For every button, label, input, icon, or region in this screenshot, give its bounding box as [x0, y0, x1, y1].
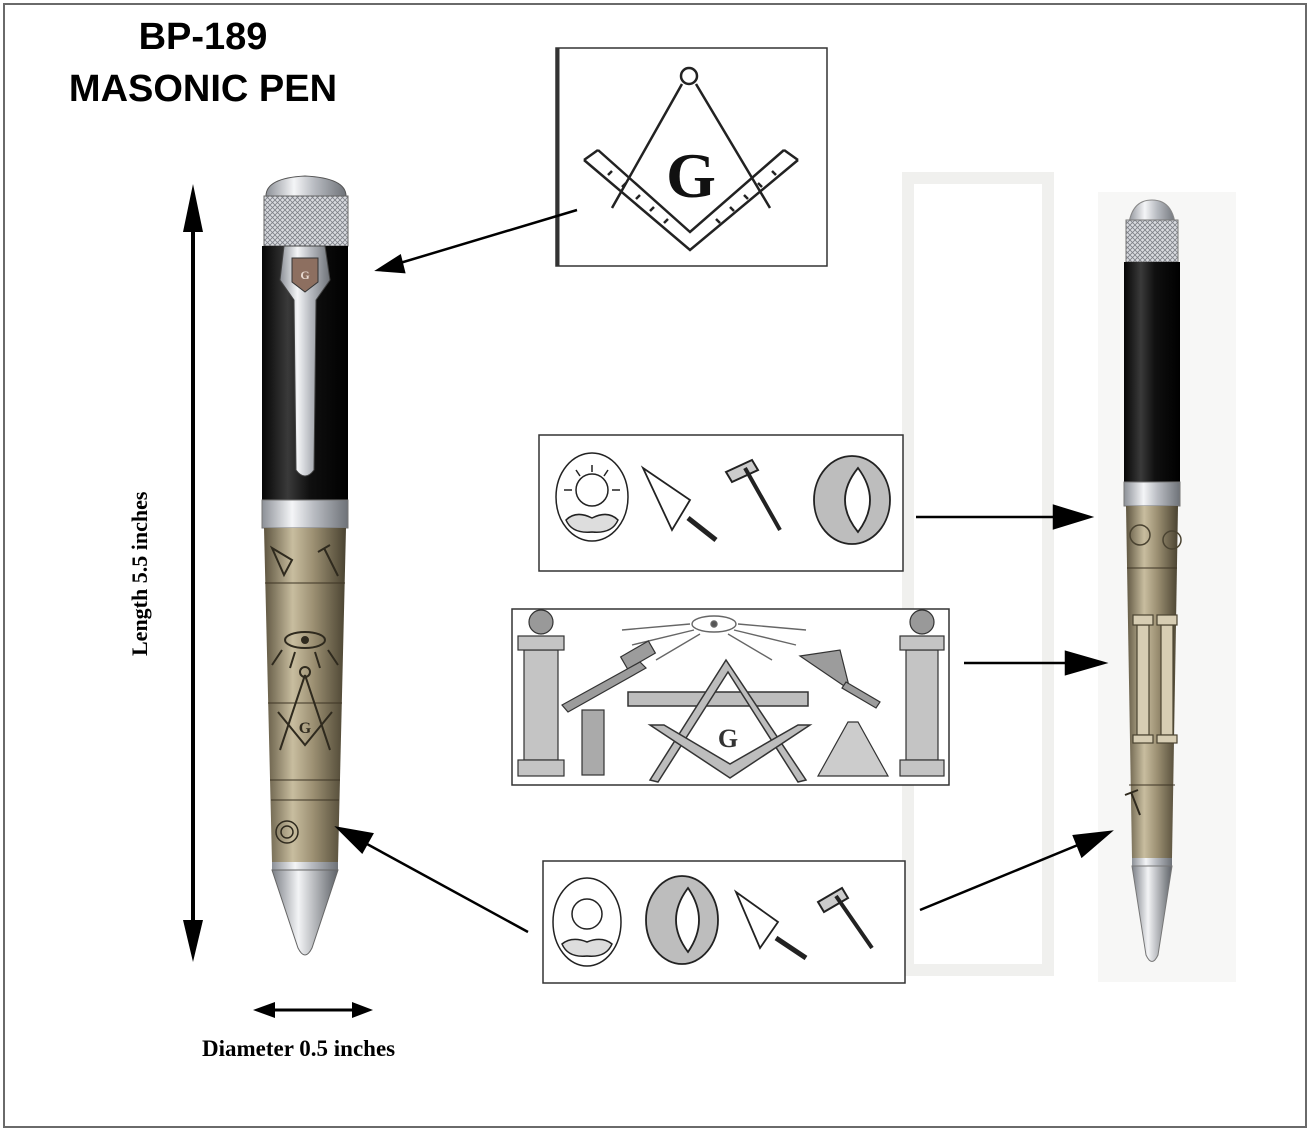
arrowhead — [1052, 504, 1095, 530]
pillar-left-icon — [517, 609, 565, 777]
barrel-sun-icon — [275, 820, 299, 844]
product-title: MASONIC PEN — [68, 68, 338, 110]
symbols-box-middle: G — [511, 608, 950, 786]
emblem-callout-box: G — [555, 47, 828, 267]
gavel-icon — [561, 640, 657, 713]
pen-clip: G — [279, 245, 331, 477]
barrel-hammer-icon — [317, 544, 339, 577]
sun-icon — [555, 452, 629, 542]
arrow-emblem-to-clip — [389, 208, 578, 268]
ashlar-icon — [581, 709, 890, 777]
hammer-icon — [724, 458, 782, 531]
barrel-eye-icon — [271, 631, 339, 669]
emblem-letter-g: G — [666, 140, 716, 211]
image-border — [3, 3, 1307, 1128]
arrow-bottom-symbols-to-right-pen — [919, 838, 1091, 912]
symbols-box-top — [538, 434, 904, 572]
barrel-moon-icon — [1129, 524, 1182, 550]
arrowhead — [1072, 830, 1114, 859]
barrel-compass-square-icon — [277, 666, 333, 751]
square-compass-icon — [627, 658, 813, 783]
diameter-arrow — [253, 1002, 373, 1018]
diameter-label: Diameter 0.5 inches — [202, 1036, 396, 1061]
barrel-emblem-letter: G — [299, 720, 312, 737]
temple-letter-g: G — [718, 724, 738, 753]
pen-left: G G — [261, 175, 349, 956]
compass-square-icon — [583, 66, 799, 252]
trowel-icon — [733, 889, 808, 961]
trowel-icon — [798, 649, 881, 709]
arrowhead — [374, 254, 406, 274]
barrel-pillars-icon — [1132, 614, 1178, 744]
moon-icon — [645, 875, 719, 965]
arrowhead — [1064, 650, 1109, 676]
all-seeing-eye-icon — [621, 615, 807, 661]
symbols-box-bottom — [542, 860, 906, 984]
callout-arrows — [334, 208, 1114, 934]
pillar-right-icon — [899, 609, 945, 777]
arrow-bottom-symbols-to-left-pen — [355, 836, 529, 934]
hammer-icon — [816, 886, 874, 950]
barrel-trowel-icon — [269, 545, 294, 578]
product-code: BP-189 — [138, 16, 268, 58]
sun-icon — [552, 877, 622, 967]
trowel-icon — [640, 465, 718, 542]
arrowhead — [334, 826, 374, 855]
background-frame — [902, 172, 1054, 976]
clip-emblem-letter: G — [300, 268, 309, 282]
barrel-hammer-icon — [1124, 789, 1141, 816]
length-arrow — [183, 184, 203, 962]
pen-right — [1098, 192, 1236, 982]
moon-icon — [813, 455, 891, 545]
